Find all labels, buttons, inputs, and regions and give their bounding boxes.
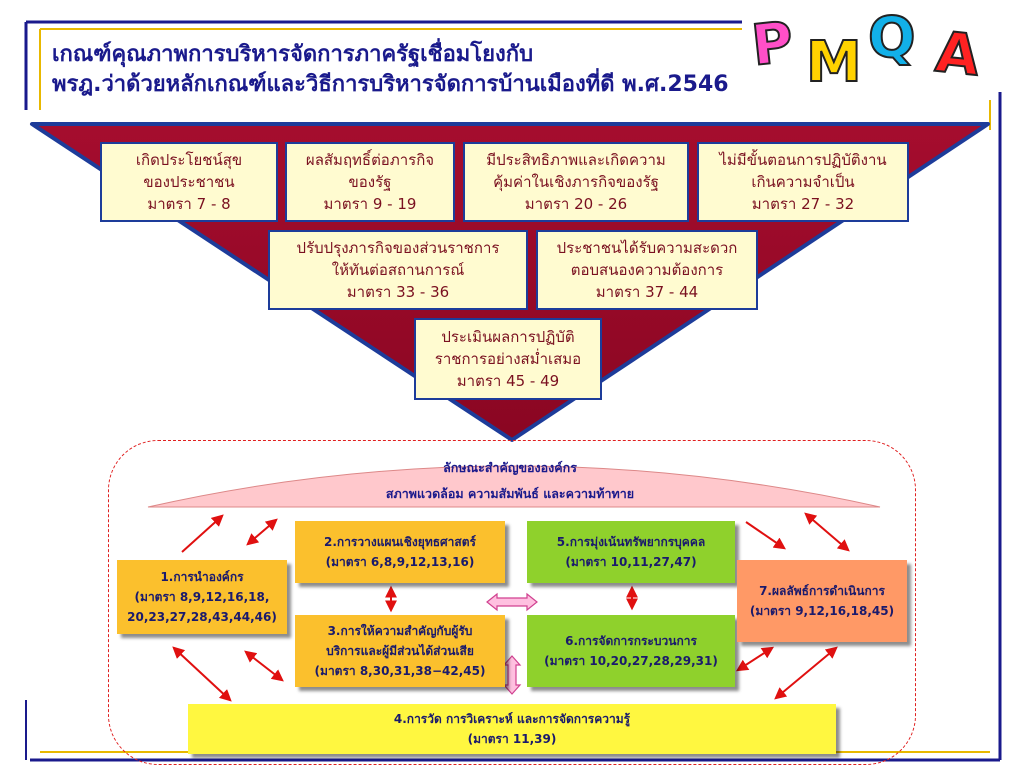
category-sections: 20,23,27,28,43,44,46): [127, 610, 277, 624]
category-label: 3.การให้ความสำคัญกับผู้รับ: [327, 624, 473, 638]
category-label: บริการและผู้มีส่วนได้ส่วนเสีย: [326, 644, 474, 658]
category-label: 5.การมุ่งเน้นทรัพยากรบุคคล: [556, 535, 706, 549]
goal-section: มาตรา 7 - 8: [147, 195, 231, 213]
category-sections: (มาตรา 10,11,27,47): [565, 555, 697, 569]
goal-line: ให้ทันต่อสถานการณ์: [331, 261, 465, 279]
goal-box-citizen-convenience: ประชาชนได้รับความสะดวก ตอบสนองความต้องกา…: [536, 230, 758, 310]
goal-section: มาตรา 27 - 32: [751, 195, 855, 213]
goal-line: ของรัฐ: [348, 173, 392, 191]
goal-box-update-mission: ปรับปรุงภารกิจของส่วนราชการ ให้ทันต่อสถา…: [268, 230, 528, 310]
goal-section: มาตรา 37 - 44: [595, 283, 699, 301]
category-sections: (มาตรา 8,30,31,38−42,45): [314, 664, 486, 678]
category-2-strategic-planning: 2.การวางแผนเชิงยุทธศาสตร์ (มาตรา 6,8,9,1…: [295, 521, 505, 583]
goal-line: ตอบสนองความต้องการ: [570, 261, 724, 279]
goal-box-no-excess-steps: ไม่มีขั้นตอนการปฏิบัติงาน เกินความจำเป็น…: [697, 142, 909, 222]
category-sections: (มาตรา 10,20,27,28,29,31): [544, 654, 718, 668]
goal-line: มีประสิทธิภาพและเกิดความ: [486, 151, 666, 169]
category-5-workforce-focus: 5.การมุ่งเน้นทรัพยากรบุคคล (มาตรา 10,11,…: [527, 521, 735, 583]
goal-section: มาตรา 9 - 19: [323, 195, 417, 213]
goal-box-regular-evaluation: ประเมินผลการปฏิบัติ ราชการอย่างสม่ำเสมอ …: [414, 318, 602, 400]
category-label: 4.การวัด การวิเคราะห์ และการจัดการความรู…: [393, 712, 631, 726]
goal-section: มาตรา 45 - 49: [456, 372, 560, 390]
goal-line: คุ้มค่าในเชิงภารกิจของรัฐ: [493, 173, 659, 191]
category-sections: (มาตรา 9,12,16,18,45): [749, 604, 895, 618]
goal-section: มาตรา 20 - 26: [524, 195, 628, 213]
goal-box-achievement: ผลสัมฤทธิ์ต่อภารกิจ ของรัฐ มาตรา 9 - 19: [285, 142, 455, 222]
goal-line: ประเมินผลการปฏิบัติ: [441, 328, 575, 346]
goal-line: ผลสัมฤทธิ์ต่อภารกิจ: [305, 151, 435, 169]
category-sections: (มาตรา 11,39): [467, 732, 557, 746]
category-label: 6.การจัดการกระบวนการ: [565, 634, 697, 648]
title-line-1: เกณฑ์คุณภาพการบริหารจัดการภาครัฐเชื่อมโย…: [52, 42, 534, 67]
category-label: 2.การวางแผนเชิงยุทธศาสตร์: [324, 535, 476, 549]
pmqa-letter-m: M: [805, 29, 863, 96]
goal-line: เกิดประโยชน์สุข: [135, 151, 243, 169]
pmqa-framework-frame: [108, 440, 916, 765]
category-sections: (มาตรา 8,9,12,16,18,: [134, 590, 270, 604]
goal-line: เกินความจำเป็น: [751, 173, 855, 191]
page-title: เกณฑ์คุณภาพการบริหารจัดการภาครัฐเชื่อมโย…: [52, 40, 852, 100]
goal-line: ประชาชนได้รับความสะดวก: [556, 239, 738, 257]
pmqa-letter-q: Q: [867, 5, 917, 72]
org-profile-line-2: สภาพแวดล้อม ความสัมพันธ์ และความท้าทาย: [385, 486, 635, 501]
category-7-results: 7.ผลลัพธ์การดำเนินการ (มาตรา 9,12,16,18,…: [737, 560, 907, 642]
goal-line: ไม่มีขั้นตอนการปฏิบัติงาน: [719, 151, 887, 169]
category-1-leadership: 1.การนำองค์กร (มาตรา 8,9,12,16,18, 20,23…: [117, 560, 287, 634]
goal-box-efficiency: มีประสิทธิภาพและเกิดความ คุ้มค่าในเชิงภา…: [463, 142, 689, 222]
title-line-2: พรฎ.ว่าด้วยหลักเกณฑ์และวิธีการบริหารจัดก…: [52, 72, 729, 97]
category-3-customer-focus: 3.การให้ความสำคัญกับผู้รับ บริการและผู้ม…: [295, 615, 505, 687]
goal-box-public-benefit: เกิดประโยชน์สุข ของประชาชน มาตรา 7 - 8: [100, 142, 278, 222]
category-label: 7.ผลลัพธ์การดำเนินการ: [759, 584, 885, 598]
goal-section: มาตรา 33 - 36: [346, 283, 450, 301]
category-4-measurement-knowledge: 4.การวัด การวิเคราะห์ และการจัดการความรู…: [188, 704, 836, 754]
category-sections: (มาตรา 6,8,9,12,13,16): [325, 555, 475, 569]
org-profile-line-1: ลักษณะสำคัญขององค์กร: [443, 460, 577, 475]
goal-line: ราชการอย่างสม่ำเสมอ: [434, 350, 582, 368]
category-6-process-management: 6.การจัดการกระบวนการ (มาตรา 10,20,27,28,…: [527, 615, 735, 687]
category-label: 1.การนำองค์กร: [160, 570, 244, 584]
goal-line: ปรับปรุงภารกิจของส่วนราชการ: [296, 239, 500, 257]
goal-line: ของประชาชน: [143, 173, 235, 191]
